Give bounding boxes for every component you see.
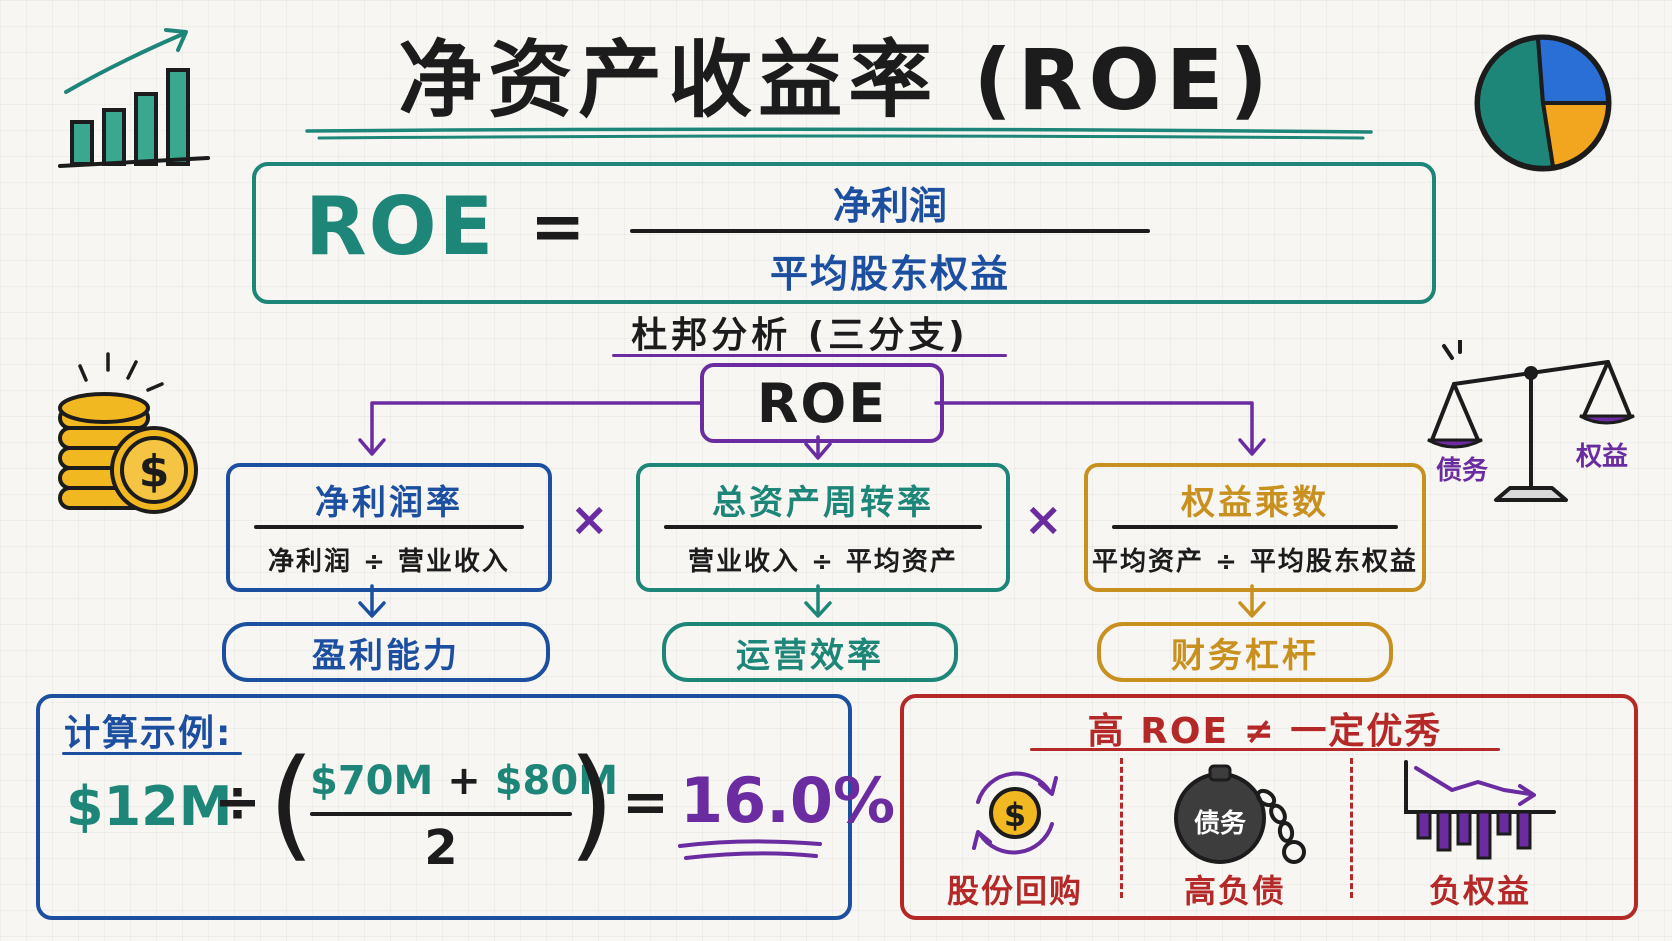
coin-stack-icon: $ [58, 352, 198, 514]
warning-label-buyback: 股份回购 [946, 872, 1083, 910]
factor-title: 净利润率 [315, 483, 463, 523]
factor-divider [664, 525, 982, 529]
buyback-cycle-icon: $ [972, 771, 1058, 855]
formula-numerator: 净利润 [832, 184, 947, 228]
result-leverage: 财务杠杆 [1097, 622, 1393, 682]
example-left-paren: ( [268, 735, 315, 874]
svg-text:$: $ [1004, 796, 1026, 834]
factor-title: 总资产周转率 [712, 483, 934, 523]
warning-title: 高 ROE ≠ 一定优秀 [1087, 711, 1443, 752]
dupont-root-node: ROE [700, 363, 944, 443]
warning-separator [1120, 758, 1123, 898]
high-roe-warning-box [900, 694, 1638, 920]
example-equity-sum: $70M + $80M [310, 758, 618, 804]
page-title: 净资产收益率 (ROE) [398, 30, 1274, 129]
example-title-underline [62, 752, 242, 755]
roe-formula-box [252, 162, 1436, 304]
net-profit-margin-box: 净利润率 净利润 ÷ 营业收入 [226, 463, 552, 592]
example-fraction-bar [310, 812, 572, 816]
warning-title-underline [1030, 748, 1500, 751]
factor-formula: 平均资产 ÷ 平均股东权益 [1092, 547, 1418, 577]
formula-roe-label: ROE [305, 180, 496, 273]
example-right-paren: ) [568, 735, 615, 874]
warning-label-high-debt: 高负债 [1183, 872, 1286, 910]
scale-label-equity: 权益 [1576, 442, 1629, 472]
multiply-sign: × [570, 492, 609, 546]
example-equity-start: $70M [310, 758, 434, 804]
example-equity-end: $80M [494, 758, 619, 804]
formula-equals-sign: = [530, 188, 586, 265]
dupont-label-underline [612, 354, 1007, 357]
example-divide-sign: ÷ [214, 770, 261, 835]
formula-denominator: 平均股东权益 [769, 252, 1010, 296]
warning-label-negative-equity: 负权益 [1428, 872, 1531, 910]
growth-chart-icon [58, 28, 210, 168]
pie-chart-icon [1474, 34, 1612, 172]
equity-multiplier-box: 权益乘数 平均资产 ÷ 平均股东权益 [1084, 463, 1426, 592]
calculation-example-box [36, 694, 852, 920]
debt-ball-chain-icon: 债务 [1174, 764, 1306, 864]
example-net-income: $12M [66, 775, 233, 838]
scale-label-debt: 债务 [1436, 456, 1489, 486]
example-plus-sign: + [447, 758, 481, 804]
svg-text:$: $ [139, 446, 170, 497]
title-underline [305, 127, 1373, 140]
debt-badge: 债务 [1194, 809, 1246, 839]
example-result-underline [678, 839, 822, 860]
factor-formula: 营业收入 ÷ 平均资产 [688, 547, 958, 577]
result-profitability: 盈利能力 [222, 622, 550, 682]
example-title: 计算示例: [64, 713, 233, 754]
asset-turnover-box: 总资产周转率 营业收入 ÷ 平均资产 [636, 463, 1010, 592]
negative-equity-chart-icon [1404, 760, 1556, 860]
formula-fraction-bar [630, 229, 1150, 233]
factor-title: 权益乘数 [1181, 483, 1329, 523]
balance-scale-icon [1427, 340, 1635, 502]
example-divisor: 2 [424, 820, 458, 876]
factor-divider [1112, 525, 1398, 529]
example-result: 16.0% [680, 764, 896, 837]
factor-formula: 净利润 ÷ 营业收入 [268, 547, 510, 577]
example-equals-sign: = [622, 770, 669, 835]
dupont-label: 杜邦分析 (三分支) [631, 315, 969, 356]
factor-divider [254, 525, 524, 529]
result-efficiency: 运营效率 [662, 622, 958, 682]
warning-separator [1350, 758, 1353, 898]
multiply-sign: × [1024, 492, 1063, 546]
